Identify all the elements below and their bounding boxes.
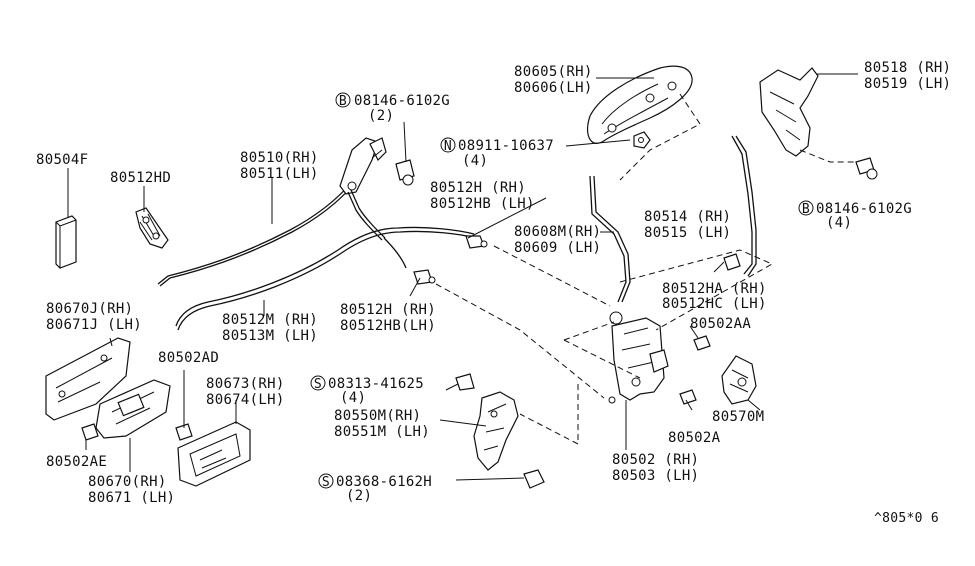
- reference-code: ^805*0 6: [874, 511, 939, 526]
- label-80609: 80609 (LH): [514, 240, 601, 256]
- screw-s-letter: S: [314, 377, 322, 392]
- label-08313: 08313-41625: [328, 376, 424, 392]
- label-80606: 80606(LH): [514, 80, 593, 96]
- label-80512H-upper: 80512H (RH): [430, 180, 526, 196]
- part-80670J-bracket: [45, 337, 131, 421]
- part-screw-08313: [455, 373, 475, 391]
- part-80670-inside-handle: [95, 379, 171, 439]
- nut-n-letter: N: [444, 139, 452, 154]
- label-08911: 08911-10637: [458, 138, 554, 154]
- dashed-connectors: [435, 93, 856, 445]
- label-08368-qty: (2): [346, 488, 372, 504]
- label-80512HB-lower: 80512HB(LH): [340, 318, 436, 334]
- label-80514: 80514 (RH): [644, 209, 731, 225]
- part-80502-door-lock: [608, 311, 669, 404]
- symbol-bolt-b-right: B: [798, 200, 814, 217]
- label-08911-qty: (4): [462, 153, 488, 169]
- part-nut-08911: [633, 131, 651, 149]
- label-80502AE: 80502AE: [46, 454, 107, 470]
- label-80605: 80605(RH): [514, 64, 593, 80]
- screw-s-letter-lower: S: [322, 475, 330, 490]
- label-80502AA: 80502AA: [690, 316, 751, 332]
- label-80671J: 80671J (LH): [46, 317, 142, 333]
- part-screw-80502A: [679, 389, 697, 405]
- label-80512HA: 80512HA (RH): [662, 281, 767, 297]
- part-80510-rod: [157, 181, 355, 287]
- label-80570M: 80570M: [712, 409, 764, 425]
- label-80511: 80511(LH): [240, 166, 319, 182]
- label-80551M: 80551M (LH): [334, 424, 430, 440]
- bolt-b-letter-right: B: [802, 202, 810, 217]
- label-80512HB-upper: 80512HB (LH): [430, 196, 535, 212]
- part-80605-outside-handle: [587, 65, 693, 144]
- label-80503: 80503 (LH): [612, 468, 699, 484]
- symbol-screw-s-upper: S: [310, 375, 326, 392]
- part-screw-08368: [523, 469, 545, 489]
- part-80570M-striker: [721, 355, 757, 405]
- leader-lines: [67, 73, 858, 481]
- label-80550M: 80550M(RH): [334, 408, 421, 424]
- label-80515: 80515 (LH): [644, 225, 731, 241]
- label-80673: 80673(RH): [206, 376, 285, 392]
- label-80512M: 80512M (RH): [222, 312, 318, 328]
- part-screw-80502AE: [81, 423, 99, 441]
- part-bolt-08146-b: [855, 157, 878, 180]
- part-lock-lever-upper: [339, 137, 387, 241]
- part-80514-rod: [731, 135, 757, 277]
- label-80502A: 80502A: [668, 430, 721, 446]
- label-80512H-lower: 80512H (RH): [340, 302, 436, 318]
- part-80512M-rod: [175, 226, 477, 331]
- label-80510: 80510(RH): [240, 150, 319, 166]
- part-80518-bracket: [759, 67, 819, 157]
- label-08146-right-qty: (4): [826, 215, 852, 231]
- label-08368: 08368-6162H: [336, 474, 432, 490]
- label-80512HC: 80512HC (LH): [662, 296, 767, 312]
- part-80504F: [55, 215, 77, 269]
- label-08146-upper: 08146-6102G: [354, 93, 450, 109]
- label-80518: 80518 (RH): [864, 60, 951, 76]
- label-80670J: 80670J(RH): [46, 301, 133, 317]
- part-80512HD: [135, 207, 169, 249]
- label-80513M: 80513M (LH): [222, 328, 318, 344]
- part-80608M-rod: [589, 175, 631, 303]
- part-screw-80502AA: [693, 335, 711, 351]
- part-clip-80512H-upper: [465, 235, 488, 249]
- label-08146-upper-qty: (2): [368, 108, 394, 124]
- part-clip-80512HA: [723, 253, 741, 271]
- part-bolt-08146-a: [395, 121, 415, 186]
- label-80608M: 80608M(RH): [514, 224, 601, 240]
- label-80671: 80671 (LH): [88, 490, 175, 506]
- label-80504F: 80504F: [36, 152, 88, 168]
- label-08313-qty: (4): [340, 390, 366, 406]
- label-08146-right: 08146-6102G: [816, 201, 912, 217]
- label-80512HD: 80512HD: [110, 170, 171, 186]
- label-80674: 80674(LH): [206, 392, 285, 408]
- part-clip-80512H-lower: [413, 269, 436, 285]
- bolt-b-letter: B: [339, 94, 347, 109]
- symbol-screw-s-lower: S: [318, 473, 334, 490]
- label-80502: 80502 (RH): [612, 452, 699, 468]
- part-80550M-remote: [473, 391, 519, 471]
- label-80519: 80519 (LH): [864, 76, 951, 92]
- symbol-bolt-b-upper: B: [335, 92, 351, 109]
- label-80502AD: 80502AD: [158, 350, 219, 366]
- label-80670: 80670(RH): [88, 474, 167, 490]
- symbol-nut-n: N: [440, 137, 456, 154]
